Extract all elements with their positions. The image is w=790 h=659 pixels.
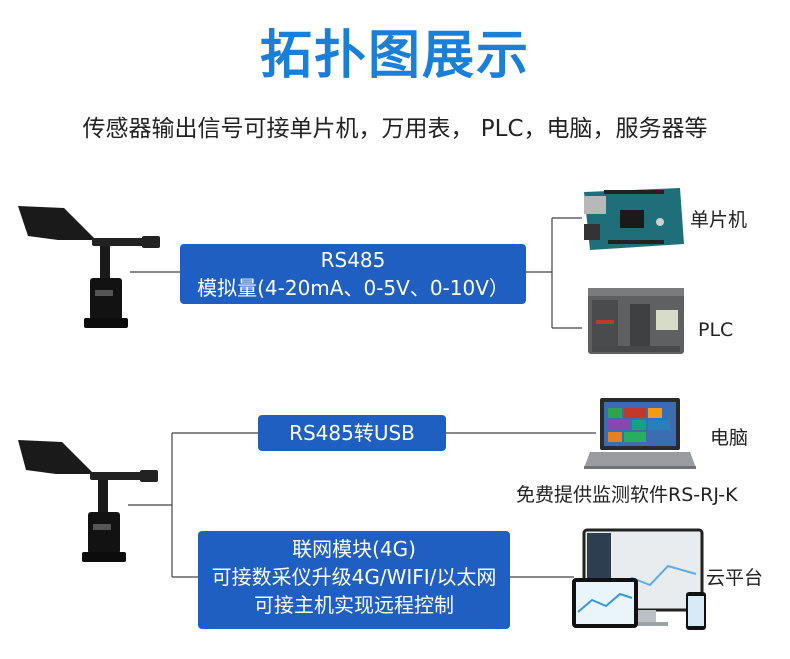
microcontroller-label: 单片机 <box>690 209 748 231</box>
microcontroller-board-icon <box>584 188 684 250</box>
section1-connectors <box>130 217 582 329</box>
rs485-usb-label: RS485转USB <box>289 421 415 445</box>
wind-vane-sensor-icon <box>18 206 160 328</box>
section2-connectors <box>128 432 596 578</box>
rs485-analog-box: RS485 模拟量(4-20mA、0-5V、0-10V） <box>180 244 526 304</box>
software-label: 免费提供监测软件RS-RJ-K <box>516 484 738 506</box>
page-title: 拓扑图展示 <box>259 26 530 86</box>
laptop-icon <box>584 398 696 469</box>
cloud-platform-devices-icon <box>572 528 706 630</box>
computer-label: 电脑 <box>710 427 749 449</box>
plc-label: PLC <box>698 319 734 341</box>
rs485-usb-box: RS485转USB <box>258 415 446 451</box>
cloud-platform-label: 云平台 <box>706 567 764 589</box>
analog-output-label: 模拟量(4-20mA、0-5V、0-10V） <box>197 276 509 300</box>
network-upgrade-label: 可接数采仪升级4G/WIFI/以太网 <box>211 565 497 589</box>
plc-icon <box>588 288 684 354</box>
remote-control-label: 可接主机实现远程控制 <box>254 593 454 617</box>
rs485-label: RS485 <box>320 248 386 272</box>
network-module-label: 联网模块(4G) <box>292 537 416 561</box>
wind-vane-sensor-icon <box>18 440 158 562</box>
page-subtitle: 传感器输出信号可接单片机，万用表， PLC，电脑，服务器等 <box>82 116 708 142</box>
network-module-box: 联网模块(4G) 可接数采仪升级4G/WIFI/以太网 可接主机实现远程控制 <box>198 531 510 629</box>
